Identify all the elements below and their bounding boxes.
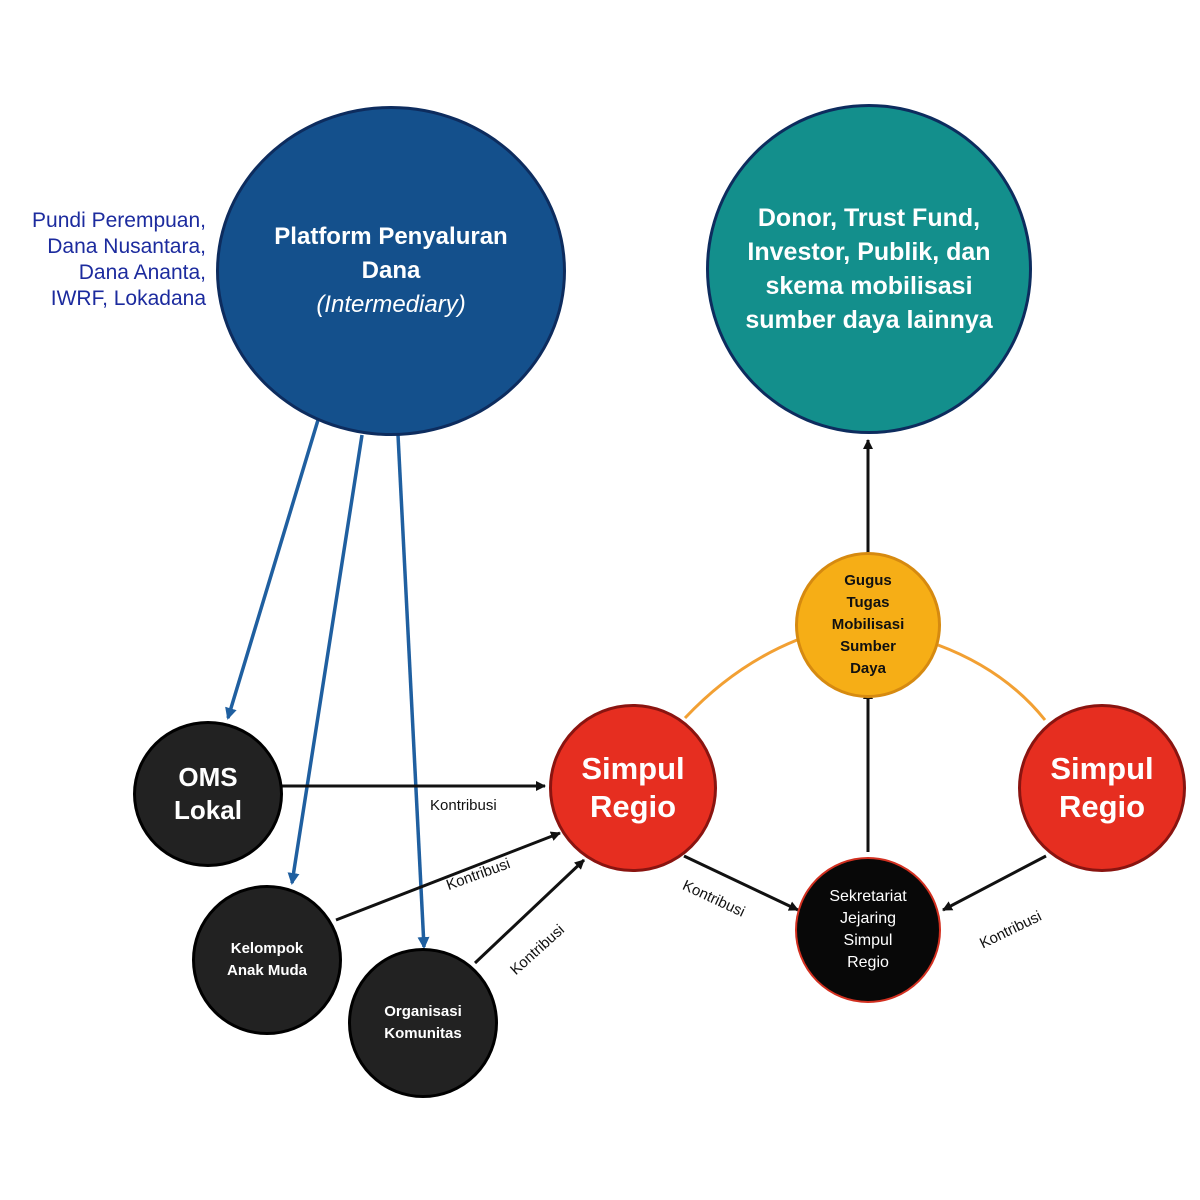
organisasi-komunitas-node: Organisasi Komunitas [348, 948, 498, 1098]
gugus-node: Gugus Tugas Mobilisasi Sumber Daya [795, 552, 941, 698]
arrow-simpul-left-to-sekretariat [683, 854, 799, 912]
orange-link-right [937, 643, 1047, 721]
funding-sources-list: Pundi Perempuan, Dana Nusantara, Dana An… [0, 208, 206, 312]
donor-node-label: sumber daya lainnya [745, 306, 993, 334]
gugus-node-label: Sumber [840, 638, 896, 655]
arrow-platform-to-organisasi [396, 434, 430, 949]
sekretariat-node: Sekretariat Jejaring Simpul Regio [795, 857, 941, 1003]
arrow-kelompok-to-simpul [335, 831, 561, 922]
gugus-node-label: Tugas [846, 594, 890, 611]
connector-label-oms: Kontribusi [430, 797, 497, 814]
oms-lokal-node: OMS Lokal [133, 721, 283, 867]
donor-node: Donor, Trust Fund, Investor, Publik, dan… [706, 104, 1032, 434]
funding-source: Dana Ananta, [78, 261, 206, 284]
sekretariat-node-label: Regio [847, 954, 889, 971]
platform-node: Platform Penyaluran Dana (Intermediary) [216, 106, 566, 436]
simpul-regio-right-label: Simpul [1050, 751, 1154, 786]
sekretariat-node-label: Sekretariat [829, 888, 907, 905]
platform-node-label: Platform Penyaluran [274, 223, 508, 250]
funding-source: IWRF, Lokadana [50, 287, 206, 310]
simpul-regio-left-label: Regio [589, 789, 677, 824]
arrow-organisasi-to-simpul [473, 858, 586, 965]
funding-source: Pundi Perempuan, [32, 209, 206, 232]
sekretariat-node-label: Jejaring [839, 910, 897, 927]
donor-node-label: Donor, Trust Fund, [757, 204, 981, 232]
simpul-regio-right-label: Regio [1058, 789, 1146, 824]
arrow-simpul-right-to-sekretariat [942, 854, 1047, 912]
gugus-node-label: Mobilisasi [831, 616, 905, 633]
platform-node-label: Dana [361, 257, 421, 284]
orange-link-left [683, 638, 798, 720]
simpul-regio-right-node: Simpul Regio [1018, 704, 1186, 872]
donor-node-label: Investor, Publik, dan [747, 238, 991, 266]
simpul-regio-left-node: Simpul Regio [549, 704, 717, 872]
organisasi-komunitas-label: Komunitas [384, 1025, 462, 1042]
oms-lokal-label: Lokal [174, 795, 242, 825]
oms-lokal-label: OMS [178, 762, 238, 792]
gugus-node-label: Gugus [844, 572, 892, 589]
donor-node-label: skema mobilisasi [765, 272, 973, 300]
organisasi-komunitas-label: Organisasi [384, 1003, 462, 1020]
kelompok-anak-muda-label: Kelompok [230, 940, 304, 957]
arrow-platform-to-oms [225, 419, 320, 720]
simpul-regio-left-label: Simpul [581, 751, 685, 786]
arrow-platform-to-kelompok [287, 434, 364, 885]
platform-node-subtitle: (Intermediary) [316, 291, 466, 318]
kelompok-anak-muda-label: Anak Muda [226, 962, 307, 979]
gugus-node-label: Daya [850, 660, 886, 677]
kelompok-anak-muda-node: Kelompok Anak Muda [192, 885, 342, 1035]
funding-source: Dana Nusantara, [47, 235, 206, 258]
sekretariat-node-label: Simpul [843, 932, 893, 949]
